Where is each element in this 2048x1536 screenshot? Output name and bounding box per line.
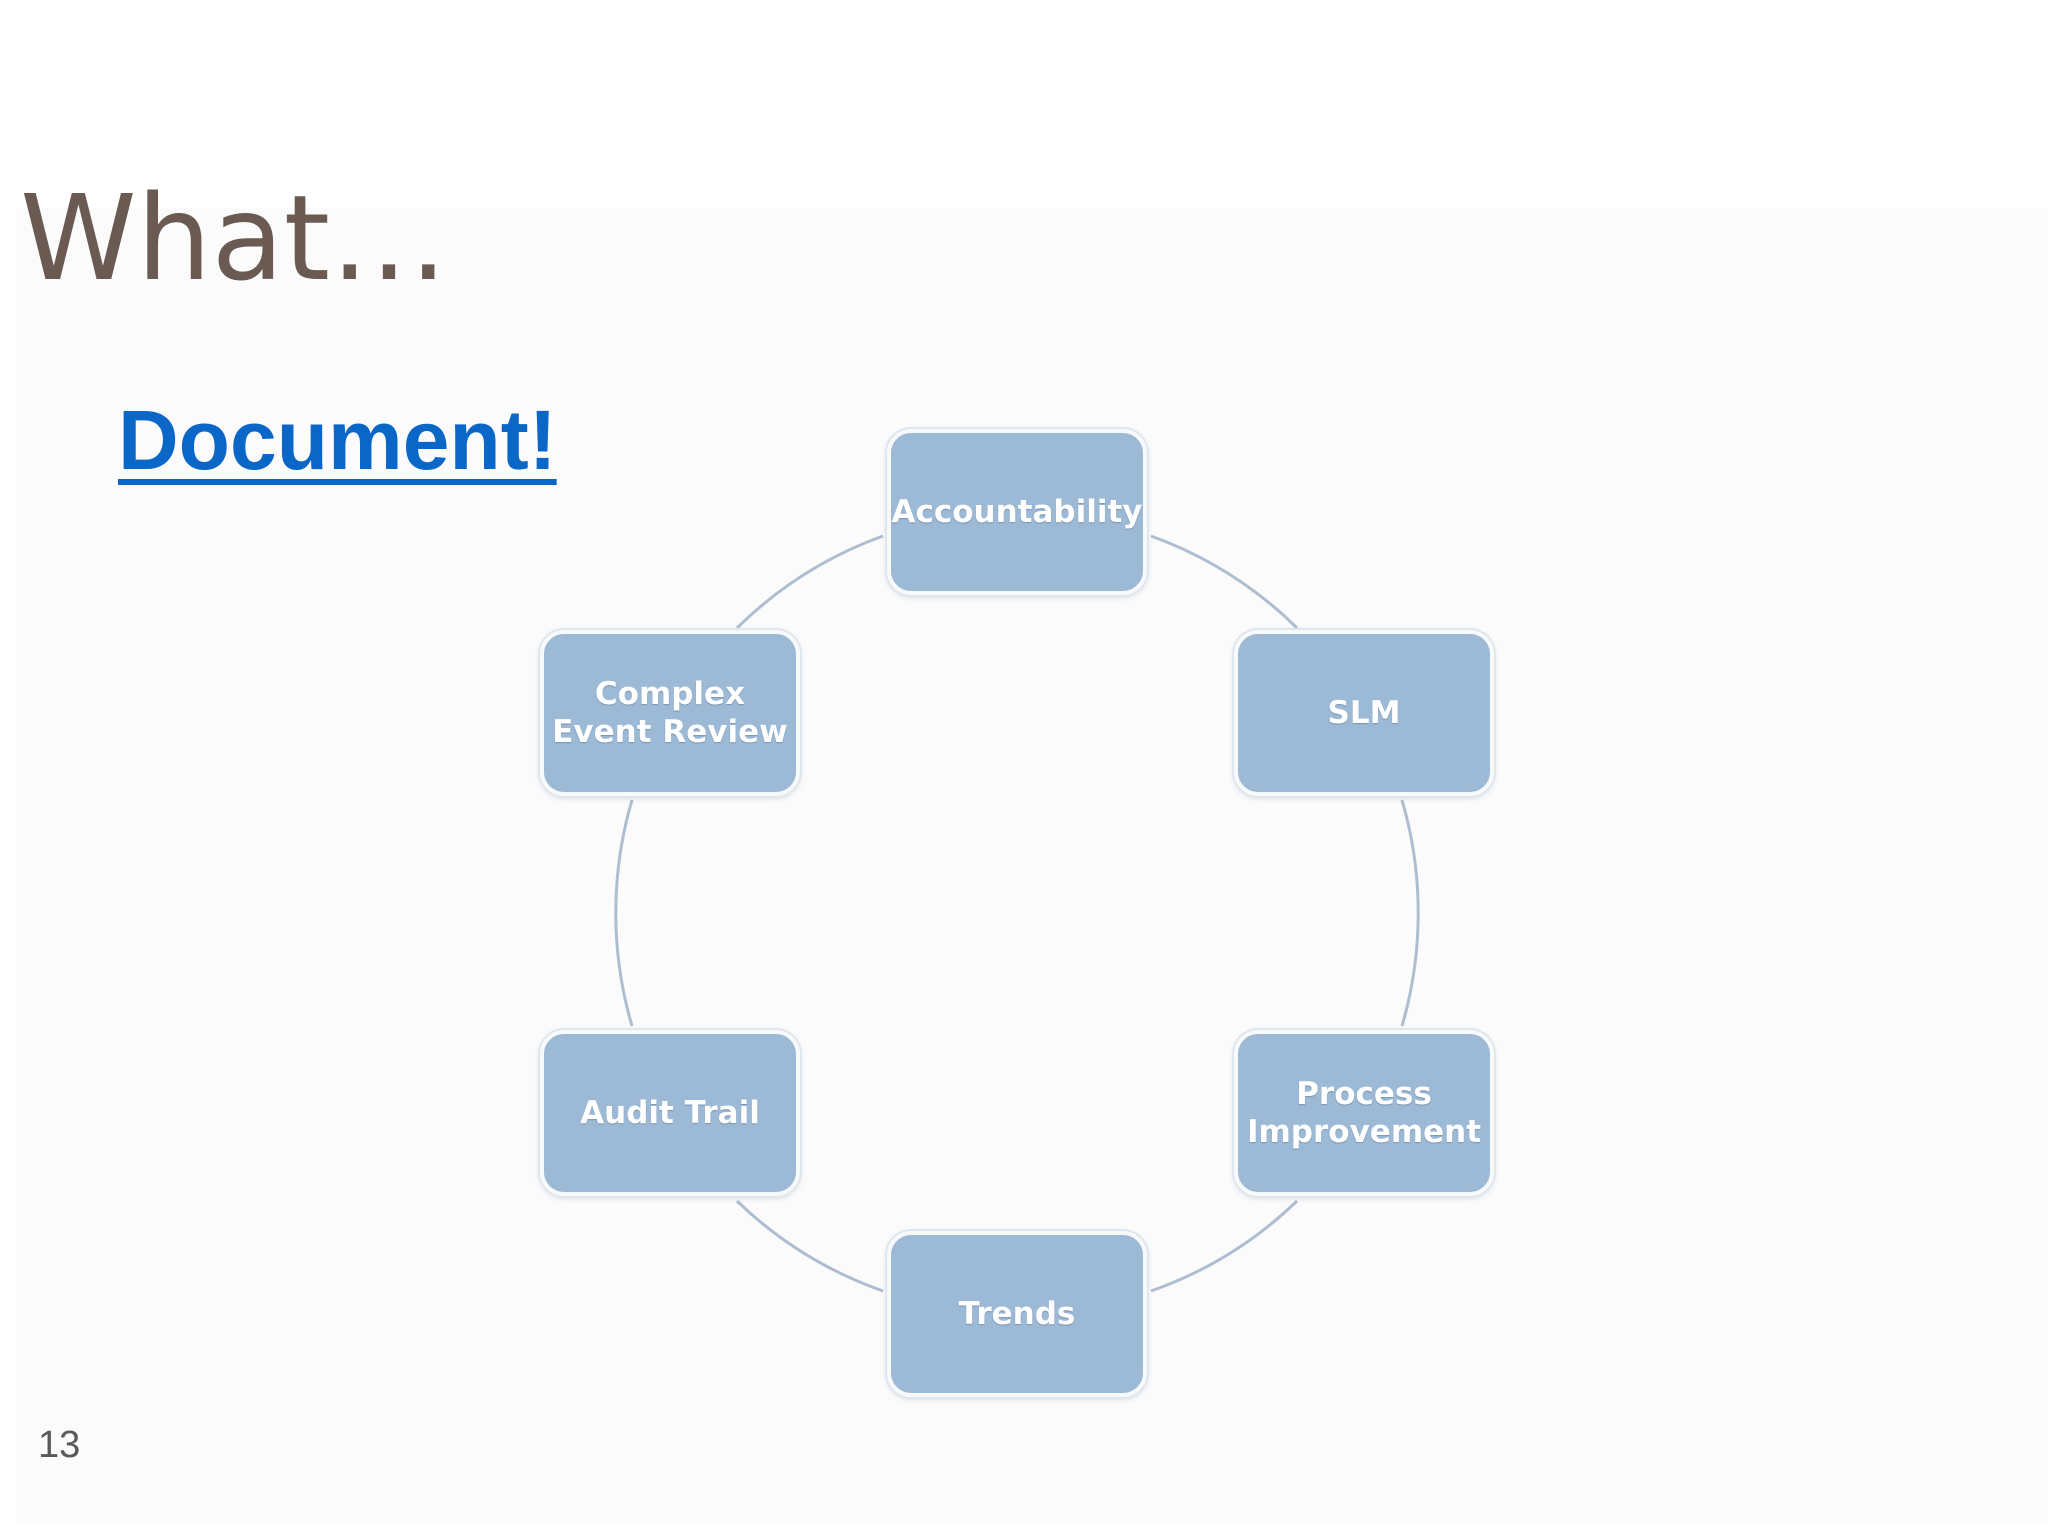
connector-slm-process-improvement bbox=[1400, 799, 1420, 1027]
connector-audit-trail-complex-event-review bbox=[614, 799, 634, 1027]
node-slm: SLM bbox=[1234, 630, 1494, 796]
connector-complex-event-review-accountability bbox=[735, 534, 884, 630]
node-audit-trail: Audit Trail bbox=[540, 1030, 800, 1196]
document-link[interactable]: Document! bbox=[118, 393, 557, 487]
slide-title: What… bbox=[20, 169, 449, 307]
connector-accountability-slm bbox=[1150, 534, 1299, 630]
cycle-connectors bbox=[614, 534, 1420, 1293]
node-process-improvement: Process Improvement bbox=[1234, 1030, 1494, 1196]
connector-process-improvement-trends bbox=[1150, 1199, 1299, 1293]
node-complex-event-review: Complex Event Review bbox=[540, 630, 800, 796]
node-trends: Trends bbox=[887, 1231, 1147, 1397]
node-accountability: Accountability bbox=[887, 429, 1147, 595]
page-number: 13 bbox=[38, 1424, 81, 1466]
connector-trends-audit-trail bbox=[735, 1199, 884, 1293]
